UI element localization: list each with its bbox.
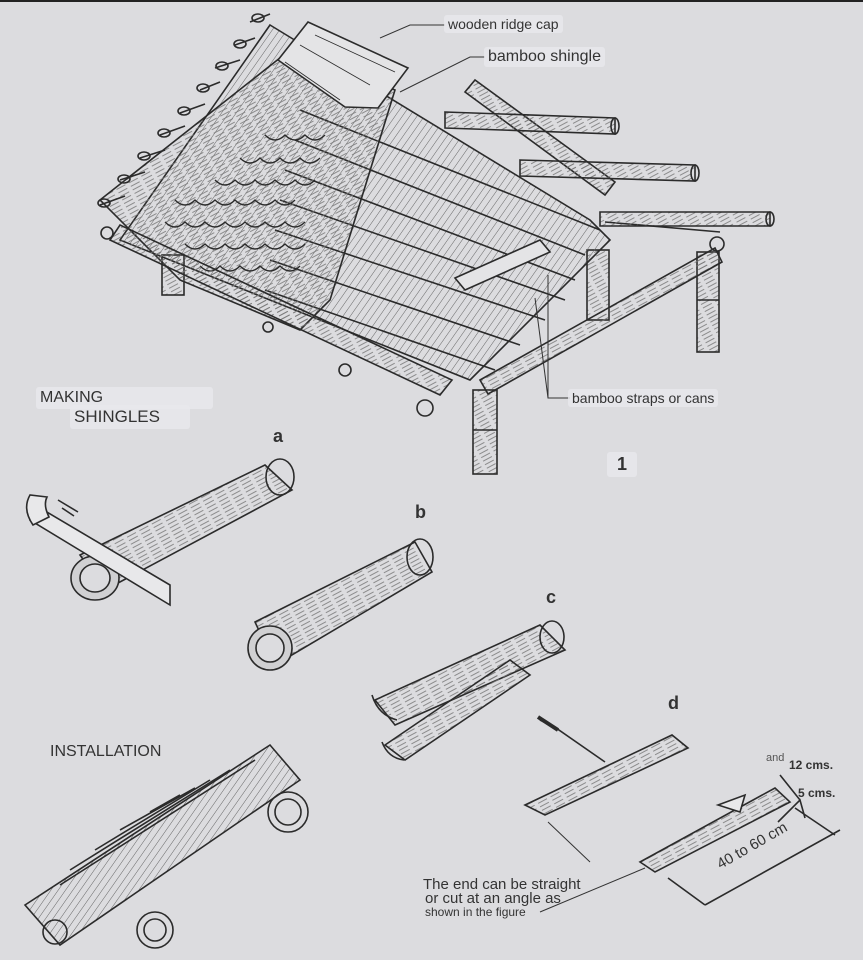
note-end-line3: shown in the figure xyxy=(425,905,526,919)
leader-lines xyxy=(379,24,646,913)
step-label-b: b xyxy=(415,502,426,522)
shingle-scallops xyxy=(164,134,326,272)
roof-structure xyxy=(97,13,775,475)
note-end-line1: The end can be straight xyxy=(423,876,581,893)
step-label-c: c xyxy=(546,587,557,607)
wooden-ridge-cap xyxy=(276,21,410,109)
step-a-sawing xyxy=(25,458,295,607)
installation-detail xyxy=(23,743,309,949)
dimension-5cm: 5 cms. xyxy=(798,786,836,800)
finished-shingle xyxy=(638,774,841,906)
label-bamboo-shingle: bamboo shingle xyxy=(484,47,605,67)
step-label-a: a xyxy=(273,426,284,446)
section-title-making: MAKING xyxy=(36,387,214,409)
dimension-12cm: 12 cms. xyxy=(789,758,834,772)
step-c-split xyxy=(371,620,567,761)
loose-strap xyxy=(453,239,552,291)
purlin-ends xyxy=(97,13,271,240)
eave-bottom xyxy=(108,223,454,417)
eave-beams xyxy=(478,211,775,396)
section-title-shingles: SHINGLES xyxy=(70,405,190,429)
section-title-installation: INSTALLATION xyxy=(50,743,162,760)
step-b-tube xyxy=(247,538,434,671)
note-end-line2: or cut at an angle as xyxy=(425,890,561,907)
loose-bamboo-poles xyxy=(444,78,700,197)
label-and: and xyxy=(766,752,785,764)
label-wooden-ridge-cap: wooden ridge cap xyxy=(444,15,563,33)
label-bamboo-straps: bamboo straps or cans xyxy=(568,389,719,407)
step-label-d: d xyxy=(668,693,679,713)
step-d-carve xyxy=(523,715,690,816)
figure-number: 1 xyxy=(607,452,638,477)
